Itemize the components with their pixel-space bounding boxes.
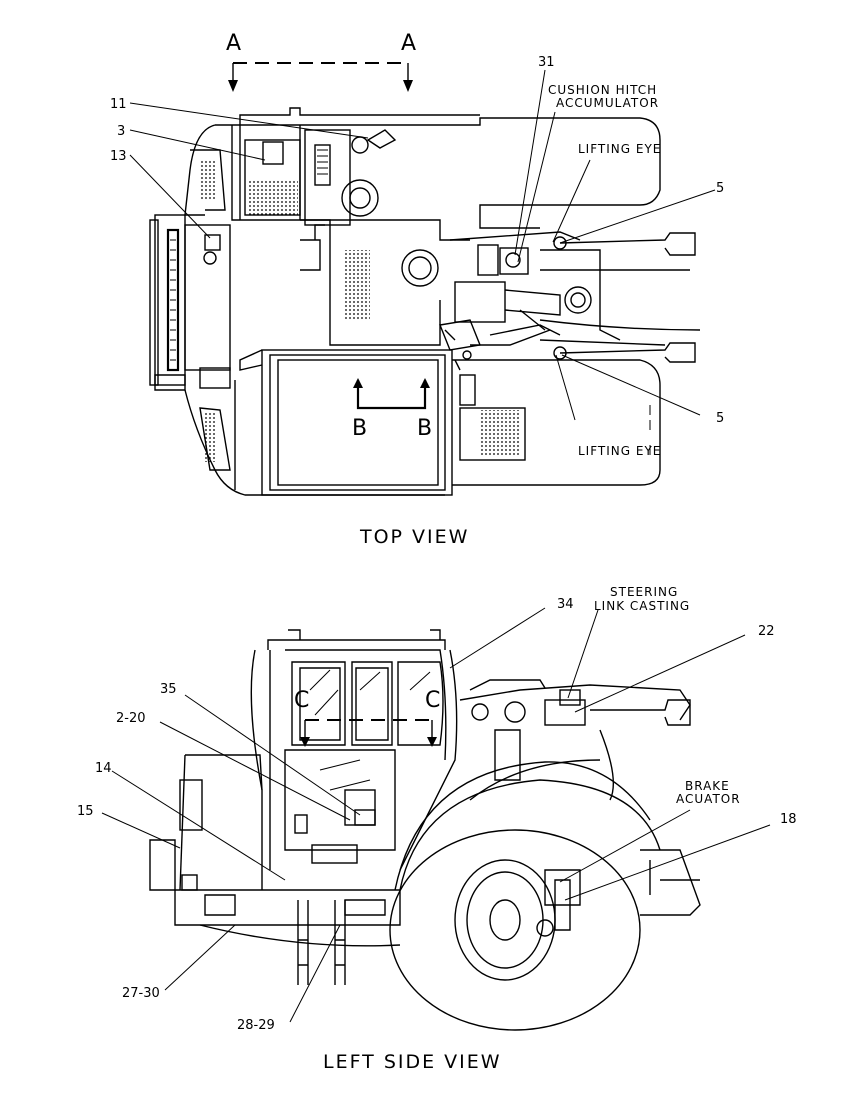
callout-14: 14 bbox=[95, 761, 112, 776]
callout-13: 13 bbox=[110, 149, 127, 164]
side-view-text: C C 34 22 35 2-20 14 15 18 27-30 28-29 S… bbox=[77, 585, 797, 1073]
hitch-assembly bbox=[439, 231, 701, 371]
callout-5-bottom: 5 bbox=[716, 411, 724, 426]
label-brake: BRAKE bbox=[685, 779, 730, 793]
label-accumulator: ACCUMULATOR bbox=[556, 96, 659, 110]
top-view-drawing bbox=[129, 62, 716, 496]
section-c-marker bbox=[300, 719, 437, 747]
callout-31: 31 bbox=[538, 55, 555, 70]
radiator bbox=[149, 214, 231, 391]
callout-27-30: 27-30 bbox=[122, 986, 160, 1001]
label-steering: STEERING bbox=[610, 585, 678, 599]
callout-5-top: 5 bbox=[716, 181, 724, 196]
callout-35: 35 bbox=[160, 682, 177, 697]
label-lifting-eye-top: LIFTING EYE bbox=[578, 142, 661, 156]
callout-22: 22 bbox=[758, 624, 775, 639]
section-b-left: B bbox=[352, 416, 367, 441]
label-cushion-hitch: CUSHION HITCH bbox=[548, 83, 657, 97]
steering-linkage bbox=[459, 679, 701, 916]
callout-3: 3 bbox=[117, 124, 125, 139]
callout-2-20: 2-20 bbox=[116, 711, 146, 726]
front-wheel bbox=[389, 759, 661, 1031]
section-b-right: B bbox=[417, 416, 432, 441]
engine-compartment bbox=[244, 129, 397, 226]
section-c-right: C bbox=[425, 688, 440, 713]
side-view-title: LEFT SIDE VIEW bbox=[323, 1051, 502, 1073]
side-view-drawing bbox=[101, 607, 771, 1031]
label-lifting-eye-bottom: LIFTING EYE bbox=[578, 444, 661, 458]
label-link-casting: LINK CASTING bbox=[594, 599, 690, 613]
callout-34: 34 bbox=[557, 597, 574, 612]
section-c-left: C bbox=[294, 688, 309, 713]
top-view-text: A A B B 11 3 13 31 5 5 CUSHION HITCH ACC… bbox=[110, 31, 724, 548]
cab-top bbox=[239, 349, 453, 496]
callout-11: 11 bbox=[110, 97, 127, 112]
label-acuator: ACUATOR bbox=[676, 792, 741, 806]
side-leaders bbox=[101, 607, 771, 1023]
section-a-right: A bbox=[401, 31, 416, 56]
top-leaders bbox=[129, 69, 716, 421]
top-view-title: TOP VIEW bbox=[359, 526, 469, 548]
section-a-left: A bbox=[226, 31, 241, 56]
callout-18: 18 bbox=[780, 812, 797, 827]
cab-side bbox=[250, 629, 458, 871]
callout-28-29: 28-29 bbox=[237, 1018, 275, 1033]
section-a-marker bbox=[228, 62, 413, 92]
callout-15: 15 bbox=[77, 804, 94, 819]
